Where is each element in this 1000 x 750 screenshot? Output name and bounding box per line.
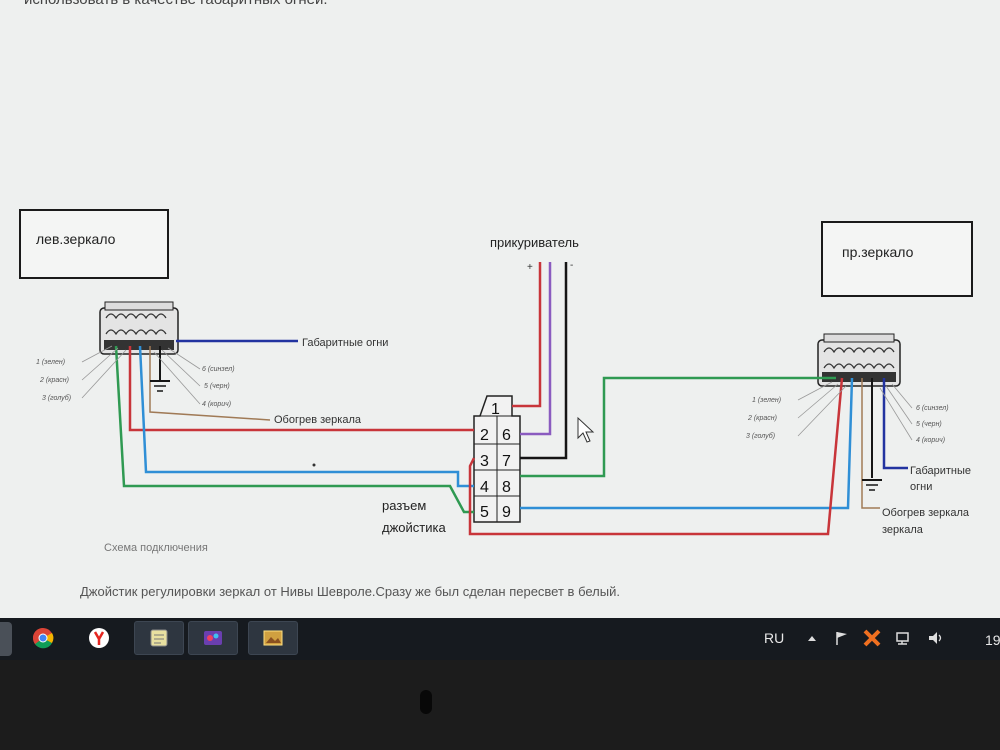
left-ground-icon <box>150 380 170 392</box>
parking-lights-label-right-1: Габаритные <box>910 465 971 477</box>
right-pin-note-2: 2 (красн) <box>747 415 777 422</box>
tray-expand[interactable] <box>802 628 822 648</box>
mirror-heat-label-right-1: Обогрев зеркала <box>882 507 970 519</box>
stray-dot <box>312 463 316 467</box>
notes-icon <box>150 629 168 647</box>
right-ground-icon <box>862 479 882 491</box>
taskbar-clock[interactable]: 19 <box>985 632 1000 648</box>
start-button[interactable] <box>0 622 12 656</box>
photo-description: Джойстик регулировки зеркал от Нивы Шевр… <box>80 584 620 599</box>
paint-icon <box>204 631 222 645</box>
left-mirror-label: лев.зеркало <box>36 231 116 247</box>
left-connector <box>99 301 179 355</box>
wiring-diagram: лев.зеркало пр.зеркало прикуриватель + - <box>19 209 973 536</box>
chrome-icon <box>33 628 54 649</box>
right-pin-notes: 1 (зелен) 2 (красн) 3 (голуб) 6 (синзел)… <box>746 381 949 444</box>
left-mirror-box <box>19 209 169 279</box>
taskbar-image-viewer[interactable] <box>248 621 298 655</box>
wire-right-navy <box>882 378 908 470</box>
pin-8: 8 <box>502 479 511 496</box>
pin-7: 7 <box>502 453 511 470</box>
pin-4: 4 <box>480 479 489 496</box>
tray-app[interactable] <box>862 628 882 648</box>
right-mirror-box <box>821 221 973 297</box>
pin-6: 6 <box>502 427 511 444</box>
taskbar-chrome[interactable] <box>18 621 68 655</box>
left-pin-note-4: 4 (корич) <box>202 401 231 408</box>
diagram-caption: Схема подключения <box>104 542 208 554</box>
image-viewer-icon <box>263 630 283 646</box>
mouse-cursor-icon <box>577 416 595 443</box>
left-pin-notes: 1 (зелен) 2 (красн) 3 (голуб) 6 (синзел)… <box>36 345 235 408</box>
left-pin-note-6: 6 (синзел) <box>202 366 235 373</box>
parking-lights-label-left: Габаритные огни <box>302 337 388 349</box>
wire-purple <box>520 262 552 436</box>
pin-2: 2 <box>480 427 489 444</box>
wire-left-red <box>128 346 474 432</box>
pin-9: 9 <box>502 504 511 521</box>
cigarette-lighter-label: прикуриватель <box>490 235 579 250</box>
monitor-bezel <box>0 660 1000 750</box>
left-pin-note-1: 1 (зелен) <box>36 359 65 366</box>
wire-black-minus <box>520 262 568 460</box>
chevron-up-icon <box>808 636 816 641</box>
network-icon <box>896 632 909 645</box>
screen: использовать в качестве габаритных огней… <box>0 0 1000 618</box>
mirror-heat-label-left: Обогрев зеркала <box>274 414 362 426</box>
action-center-flag-icon <box>836 632 847 645</box>
joystick-connector: 1 2 6 3 7 4 8 5 9 <box>473 395 521 523</box>
wire-right-brown <box>861 378 880 509</box>
left-pin-note-3: 3 (голуб) <box>42 394 71 402</box>
taskbar-yandex[interactable] <box>74 621 124 655</box>
bezel-webcam <box>420 690 432 714</box>
wire-right-blue <box>520 377 854 510</box>
yandex-icon <box>89 628 109 648</box>
mirror-heat-label-right-2: зеркала <box>882 524 924 536</box>
taskbar: RU 19 <box>0 618 1000 660</box>
pin-5: 5 <box>480 504 489 521</box>
joystick-label-2: джойстика <box>382 520 446 535</box>
right-pin-note-6: 6 (синзел) <box>916 405 949 412</box>
tray-flag[interactable] <box>832 628 852 648</box>
right-pin-note-1: 1 (зелен) <box>752 397 781 404</box>
minus-label: - <box>570 260 573 271</box>
right-pin-note-5: 5 (черн) <box>916 421 942 428</box>
tray-network[interactable] <box>894 628 914 648</box>
left-pin-note-2: 2 (красн) <box>39 377 69 384</box>
plus-label: + <box>527 262 533 273</box>
right-connector <box>817 333 901 387</box>
right-pin-note-3: 3 (голуб) <box>746 432 775 440</box>
pin-1: 1 <box>491 401 500 418</box>
language-indicator[interactable]: RU <box>764 630 785 646</box>
wire-left-green <box>114 345 474 514</box>
left-pin-note-5: 5 (черн) <box>204 383 230 390</box>
volume-icon <box>929 632 942 644</box>
pin-3: 3 <box>480 453 489 470</box>
tray-app-icon <box>863 629 881 647</box>
right-mirror-label: пр.зеркало <box>842 244 914 260</box>
joystick-label-1: разъем <box>382 498 426 513</box>
top-text: использовать в качестве габаритных огней… <box>24 0 328 8</box>
tray-volume[interactable] <box>926 628 946 648</box>
parking-lights-label-right-2: огни <box>910 481 932 493</box>
taskbar-notes[interactable] <box>134 621 184 655</box>
taskbar-paint[interactable] <box>188 621 238 655</box>
wire-red-plus <box>512 262 542 408</box>
wire-left-brown <box>149 346 271 421</box>
wire-right-red <box>468 377 844 536</box>
right-pin-note-4: 4 (корич) <box>916 437 945 444</box>
wire-left-blue <box>138 345 474 488</box>
wire-right-green <box>520 376 836 478</box>
